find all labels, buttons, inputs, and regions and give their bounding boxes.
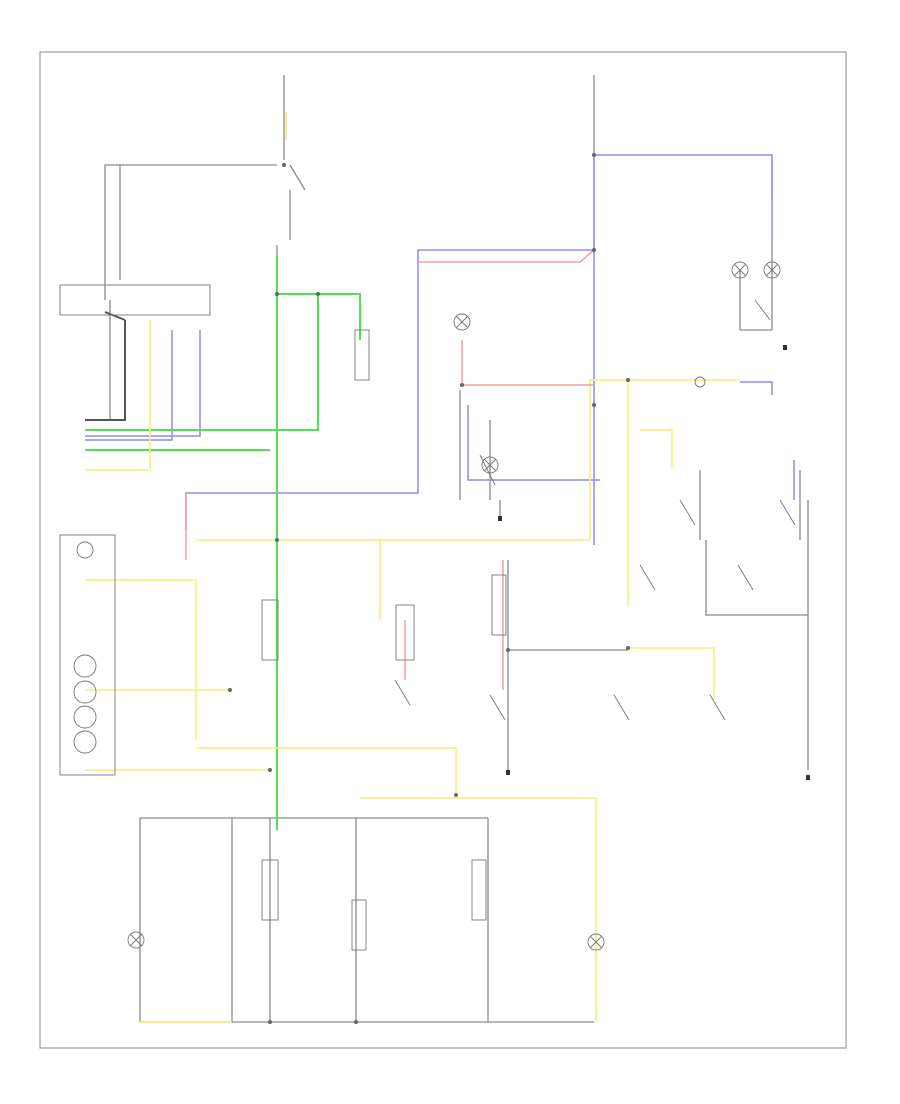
- lamp-icon: [694, 376, 706, 388]
- switch-icon: [394, 679, 411, 706]
- lamp-icon: [127, 931, 145, 949]
- ground-symbol-icon: [806, 775, 810, 780]
- junction-dot-icon: [454, 793, 458, 797]
- junction-dot-icon: [626, 378, 630, 382]
- junction-dot-icon: [275, 292, 279, 296]
- junction-dot-icon: [275, 538, 279, 542]
- junction-dot-icon: [460, 383, 464, 387]
- lamp-icon: [731, 261, 749, 279]
- switch-icon: [613, 694, 630, 721]
- junction-dot-icon: [592, 248, 596, 252]
- junction-dot-icon: [268, 768, 272, 772]
- bulb-assemblies: [261, 329, 507, 951]
- blue-wires: [85, 154, 795, 545]
- switch-icon: [639, 564, 656, 591]
- ground-symbols: [498, 345, 810, 780]
- ground-symbol-icon: [498, 516, 502, 521]
- switch-icon: [779, 499, 796, 526]
- combination-meter-block: [59, 284, 211, 776]
- junction-dot-icon: [592, 153, 596, 157]
- ground-symbol-icon: [506, 770, 510, 775]
- green-wires: [85, 255, 361, 830]
- lamp-icon: [763, 261, 781, 279]
- junction-dot-icon: [228, 688, 232, 692]
- lamp-icon: [481, 456, 499, 474]
- diagram-border: [39, 51, 847, 1049]
- switch-icon: [754, 299, 771, 321]
- switch-icon: [489, 694, 506, 721]
- junction-dot-icon: [354, 1020, 358, 1024]
- switch-icon: [479, 454, 496, 486]
- junction-dot-icon: [316, 292, 320, 296]
- switch-components: [394, 299, 796, 721]
- junction-dots: [228, 153, 630, 1024]
- dark-wires: [85, 311, 126, 421]
- junction-dot-icon: [592, 403, 596, 407]
- gray-wires: [85, 75, 809, 1023]
- yellow-wires: [85, 112, 740, 1023]
- junction-dot-icon: [506, 648, 510, 652]
- switch-icon: [709, 694, 726, 721]
- junction-dot-icon: [626, 646, 630, 650]
- ground-symbol-icon: [783, 345, 787, 350]
- pink-wires: [185, 249, 595, 690]
- switch-icon: [737, 564, 754, 591]
- junction-dot-icon: [282, 163, 286, 167]
- lamp-icon: [587, 933, 605, 951]
- lamp-components: [127, 261, 781, 951]
- lamp-icon: [453, 313, 471, 331]
- switch-icon: [679, 499, 696, 526]
- junction-dot-icon: [268, 1020, 272, 1024]
